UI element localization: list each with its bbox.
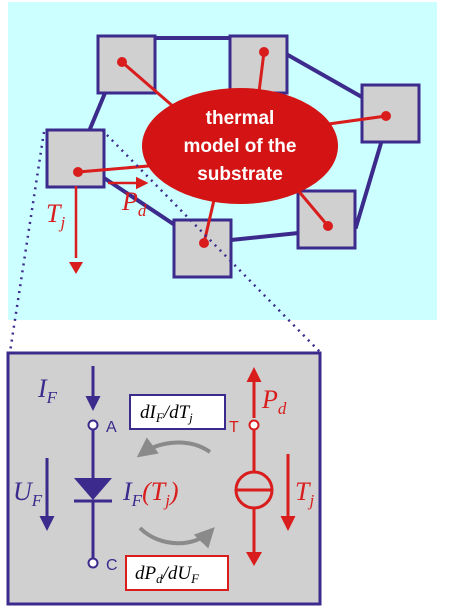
substrate-tj-label: Tj [46, 199, 65, 232]
uf-label: UF [13, 477, 43, 510]
node-c-terminal [87, 557, 99, 569]
node-t-terminal [248, 419, 260, 431]
chip-3 [360, 83, 421, 144]
if-label: IF [37, 374, 58, 407]
thermal-model-label-3: substrate [197, 164, 283, 185]
thermal-model-ellipse [142, 88, 338, 204]
node-a-terminal [87, 419, 99, 431]
chip-6-highlighted [45, 128, 106, 189]
coupling-label-dif-dtj: dIF/dTj [140, 402, 193, 425]
chip-5 [172, 218, 233, 279]
node-t-label: T [229, 419, 239, 436]
coupling-box-dpd-duf [125, 555, 229, 591]
tj-circuit-label: Tj [295, 477, 314, 510]
ground-arrow-head [246, 552, 262, 566]
chip-junction-dots [73, 47, 391, 248]
thermal-model-label-1: thermal [206, 108, 275, 129]
node-a-label: A [106, 419, 117, 436]
pd-output-label: Pd [261, 385, 287, 418]
substrate-tj-arrow-head [69, 262, 83, 274]
thermal-model-label-2: model of the [184, 136, 297, 157]
coupling-arrow-top [136, 437, 212, 458]
node-c-label: C [106, 557, 118, 574]
diode-symbol [74, 478, 112, 500]
diode-current-label: IF(Tj) [122, 477, 179, 510]
zoom-line-right [101, 129, 321, 353]
coupling-arrow-bottom [138, 526, 215, 549]
coupling-label-dpd-duf: dPd/dUF [135, 563, 200, 586]
coupling-box-dif-dtj [129, 394, 226, 430]
substrate-pd-label: Pd [121, 187, 147, 220]
